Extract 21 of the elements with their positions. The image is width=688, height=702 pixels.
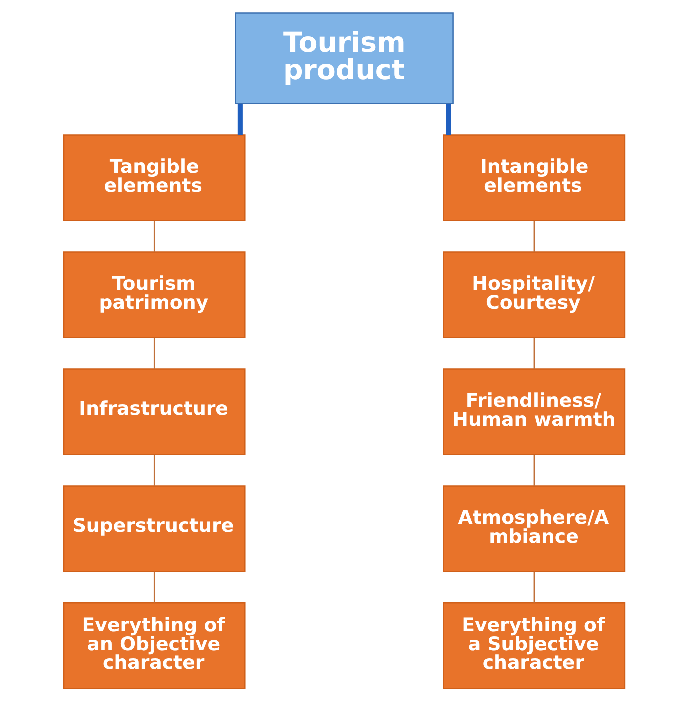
connector — [533, 220, 535, 252]
connector — [153, 572, 155, 604]
connector — [533, 454, 535, 486]
node-box: Intangible elements — [442, 134, 626, 222]
node-box: Tangible elements — [62, 134, 246, 222]
node-box: Everything of an Objective character — [62, 602, 246, 690]
connector — [237, 104, 242, 136]
connector — [533, 572, 535, 604]
connector — [153, 338, 155, 370]
node-box: Atmosphere/A mbiance — [442, 486, 626, 572]
node-box: Superstructure — [62, 486, 246, 572]
connector — [153, 220, 155, 252]
connector — [153, 454, 155, 486]
node-box: Everything of a Subjective character — [442, 602, 626, 690]
connector — [446, 104, 451, 136]
node-box: Infrastructure — [62, 368, 246, 456]
node-box: Friendliness/ Human warmth — [442, 368, 626, 456]
connector — [533, 338, 535, 370]
node-box: Tourism patrimony — [62, 252, 246, 338]
node-box: Tourism product — [234, 12, 454, 104]
node-box: Hospitality/ Courtesy — [442, 252, 626, 338]
